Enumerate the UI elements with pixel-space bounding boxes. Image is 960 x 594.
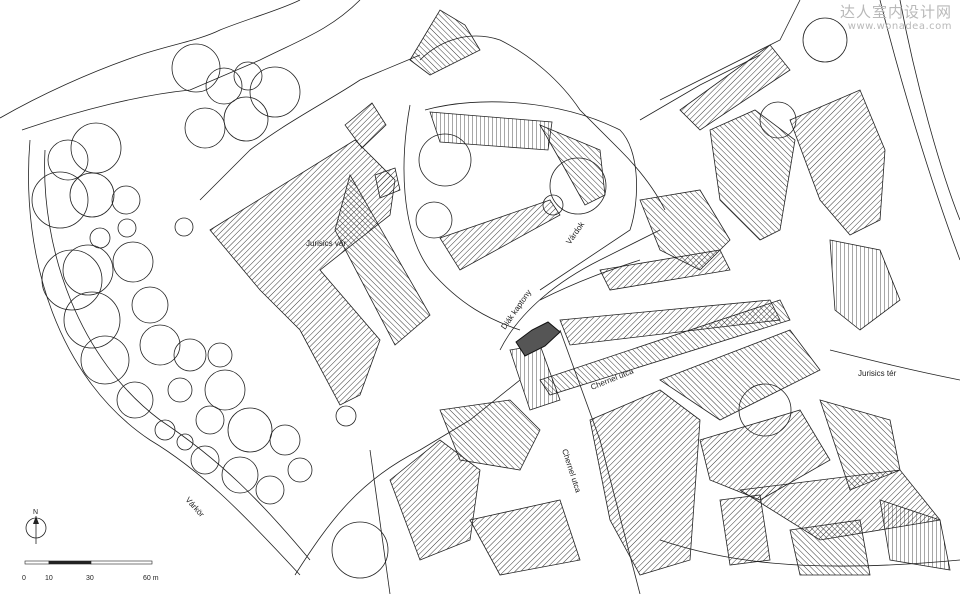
watermark-title: 达人室内设计网 [839, 3, 952, 21]
scale-bar: 0 10 30 60 m [22, 560, 159, 582]
buildings [209, 9, 951, 576]
bastions [174, 217, 357, 427]
watermark: 达人室内设计网 www.wonadea.com [839, 3, 952, 33]
scale-tick-30: 30 [86, 575, 94, 582]
scale-tick-10: 10 [45, 575, 53, 582]
label-vardok: Várdok [564, 219, 586, 246]
label-varkor: Várkör [184, 495, 207, 519]
label-square: Jurisics tér [858, 369, 897, 378]
highlighted-building [515, 321, 561, 357]
trees [31, 17, 848, 579]
label-castle: Jurisics vár [306, 239, 346, 248]
north-label: N [33, 509, 38, 516]
scale-tick-0: 0 [22, 575, 26, 582]
scale-tick-60: 60 m [143, 575, 159, 582]
north-arrow: N [25, 509, 47, 544]
label-chernel-v: Chernel utca [560, 448, 583, 494]
watermark-url: www.wonadea.com [847, 21, 952, 33]
